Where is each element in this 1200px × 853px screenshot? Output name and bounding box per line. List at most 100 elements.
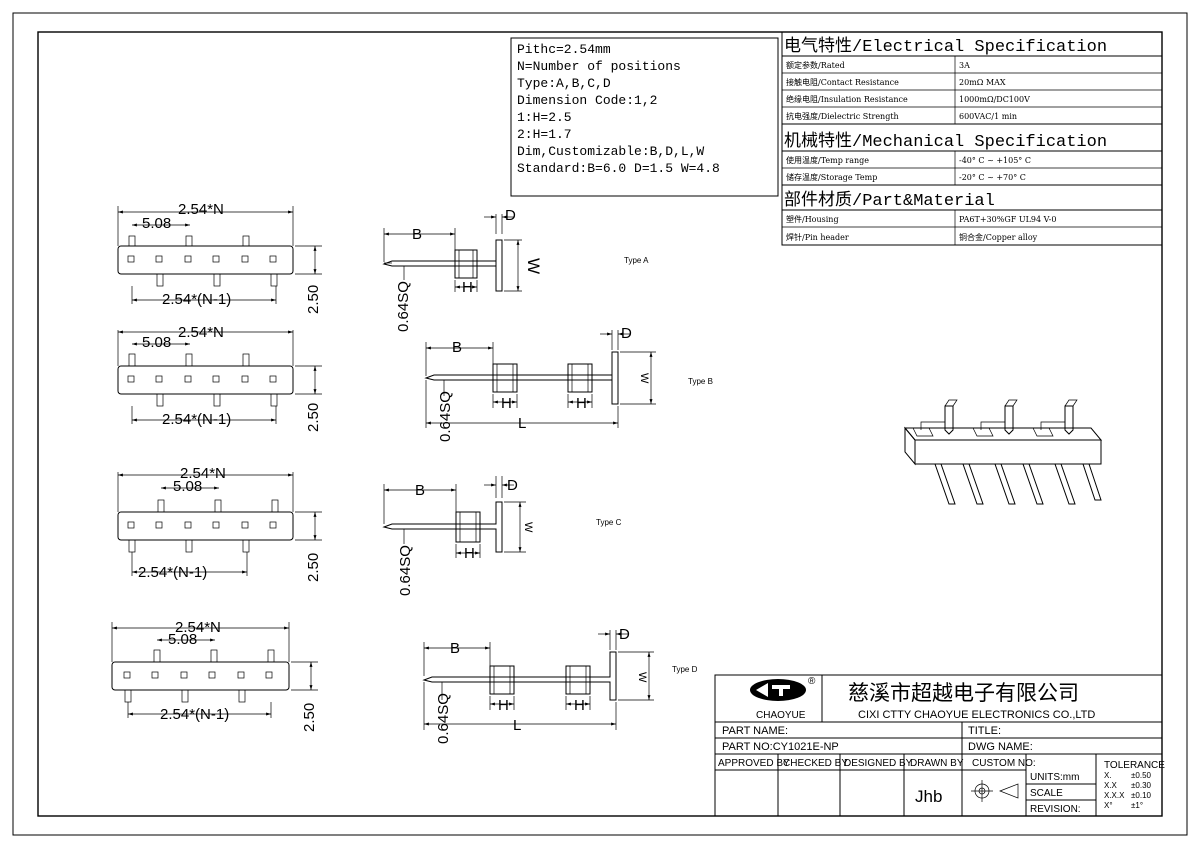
spec-value: -40° C ~ +105° C	[959, 156, 1031, 165]
dim-pin-span: 2.54*(N-1)	[162, 411, 231, 428]
company-name-cn: 慈溪市超越电子有限公司	[848, 682, 1079, 705]
front-view-b: 2.54*N 5.08 2.54*(N-1) 2.50	[117, 324, 322, 432]
tolerance-title: TOLERANCE	[1104, 760, 1165, 771]
material-heading: 部件材质/Part&Material	[784, 190, 995, 211]
drawn-by-label: DRAWN BY	[910, 758, 964, 769]
dim-b: B	[415, 482, 425, 499]
spec-label: 使用温度/Temp range	[786, 155, 869, 165]
dim-l: L	[513, 717, 521, 734]
approved-by-label: APPROVED BY	[718, 758, 790, 769]
front-view-c: 2.54*N 5.08 2.54*(N-1) 2.50	[117, 465, 322, 582]
dim-pitch-total: 2.54*N	[178, 324, 224, 341]
note-line: 1:H=2.5	[517, 110, 572, 125]
note-line: N=Number of positions	[517, 59, 681, 74]
dim-d: D	[505, 207, 516, 224]
electrical-heading: 电气特性/Electrical Specification	[784, 36, 1107, 57]
pins-bottom	[156, 273, 278, 287]
front-view-d: 2.54*N 5.08 2.54*(N-1) 2.50	[111, 619, 318, 732]
dim-h: H	[464, 545, 475, 562]
spec-value: 600VAC/1 min	[959, 112, 1017, 121]
spec-label: 塑件/Housing	[786, 214, 839, 224]
part-no-label: PART NO:CY1021E-NP	[722, 741, 839, 753]
pins-top	[128, 235, 250, 247]
logo-text: CHAOYUE	[756, 710, 806, 721]
note-line: Type:A,B,C,D	[517, 76, 611, 91]
dim-span: 5.08	[142, 215, 171, 232]
tolerance-key: X°	[1104, 801, 1113, 810]
units-label: UNITS:mm	[1030, 772, 1079, 783]
side-view-type-b: B D W H H L 0.64SQ Type B	[424, 325, 713, 442]
dim-d: D	[619, 626, 630, 643]
dim-h: H	[576, 395, 587, 412]
dim-height: 2.50	[305, 553, 322, 582]
checked-by-label: CHECKED BY	[783, 758, 848, 769]
side-view-type-d: B D W H H L 0.64SQ Type D	[422, 626, 698, 744]
spec-value: 20mΩ MAX	[959, 78, 1006, 87]
dim-pin-span: 2.54*(N-1)	[138, 564, 207, 581]
dim-pitch-total: 2.54*N	[175, 619, 221, 636]
label-type-b: Type B	[688, 377, 713, 386]
label-type-d: Type D	[672, 665, 698, 674]
custom-no-label: CUSTOM NO:	[972, 758, 1036, 769]
dim-height: 2.50	[301, 703, 318, 732]
tolerance-key: X.	[1104, 771, 1112, 780]
dim-pin-span: 2.54*(N-1)	[162, 291, 231, 308]
tolerance-key: X.X.X	[1104, 791, 1125, 800]
dim-height: 2.50	[305, 403, 322, 432]
spec-label: 抗电强度/Dielectric Strength	[786, 111, 899, 121]
spec-value: 铜合金/Copper alloy	[959, 232, 1038, 242]
designed-by-label: DESIGNED BY	[844, 758, 913, 769]
outer-border	[12, 12, 1188, 836]
company-logo: ® CHAOYUE	[750, 676, 816, 721]
note-line: 2:H=1.7	[517, 127, 572, 142]
spec-value: PA6T+30%GF UL94 V-0	[959, 215, 1056, 224]
dim-w: W	[524, 258, 543, 274]
front-view-a: 2.54*N 5.08 2.54*(N-1) 2.50	[117, 201, 322, 314]
side-view-type-a: B D W H 0.64SQ Type A	[382, 207, 649, 332]
dim-b: B	[452, 339, 462, 356]
spec-label: 接触电阻/Contact Resistance	[786, 77, 899, 87]
dim-h: H	[574, 697, 585, 714]
drawn-by-name: Jhb	[915, 787, 942, 806]
dim-pin: 0.64SQ	[435, 693, 452, 744]
dim-pin: 0.64SQ	[397, 545, 414, 596]
iso-pins-up	[920, 399, 1078, 435]
note-line: Pithc=2.54mm	[517, 42, 611, 57]
dim-h: H	[501, 395, 512, 412]
projection-symbol	[971, 780, 1019, 802]
tolerance-block: TOLERANCE X. ±0.50 X.X ±0.30 X.X.X ±0.10…	[1104, 760, 1165, 810]
dim-w: W	[636, 672, 648, 683]
spec-table: 电气特性/Electrical Specification 额定参数/Rated…	[781, 31, 1163, 246]
dim-l: L	[518, 415, 526, 432]
spec-value: -20° C ~ +70° C	[959, 173, 1026, 182]
notes-box: Pithc=2.54mm N=Number of positions Type:…	[510, 37, 779, 197]
note-line: Standard:B=6.0 D=1.5 W=4.8	[517, 161, 720, 176]
dim-b: B	[450, 640, 460, 657]
dim-b: B	[412, 226, 422, 243]
tolerance-key: X.X	[1104, 781, 1118, 790]
dim-pitch-total: 2.54*N	[180, 465, 226, 482]
part-name-label: PART NAME:	[722, 725, 788, 737]
spec-label: 额定参数/Rated	[786, 60, 845, 70]
dim-d: D	[621, 325, 632, 342]
tolerance-value: ±0.10	[1131, 791, 1152, 800]
spec-value: 1000mΩ/DC100V	[959, 95, 1030, 104]
dim-span: 5.08	[142, 334, 171, 351]
tolerance-value: ±0.50	[1131, 771, 1152, 780]
dim-d: D	[507, 477, 518, 494]
dim-w: W	[638, 373, 650, 384]
dim-pitch-total: 2.54*N	[178, 201, 224, 218]
tolerance-value: ±1°	[1131, 801, 1143, 810]
dim-h: H	[498, 697, 509, 714]
dim-h: H	[462, 279, 473, 296]
dim-span: 5.08	[168, 631, 197, 648]
dim-w: W	[522, 522, 534, 533]
isometric-view	[903, 399, 1103, 505]
dwg-name-label: DWG NAME:	[968, 741, 1033, 753]
title-block: ® CHAOYUE 慈溪市超越电子有限公司 CIXI CTTY CHAOYUE …	[714, 674, 1165, 817]
pin-squares	[127, 255, 277, 263]
title-label: TITLE:	[968, 725, 1001, 737]
dim-pin: 0.64SQ	[437, 391, 454, 442]
spec-label: 储存温度/Storage Temp	[786, 172, 877, 182]
